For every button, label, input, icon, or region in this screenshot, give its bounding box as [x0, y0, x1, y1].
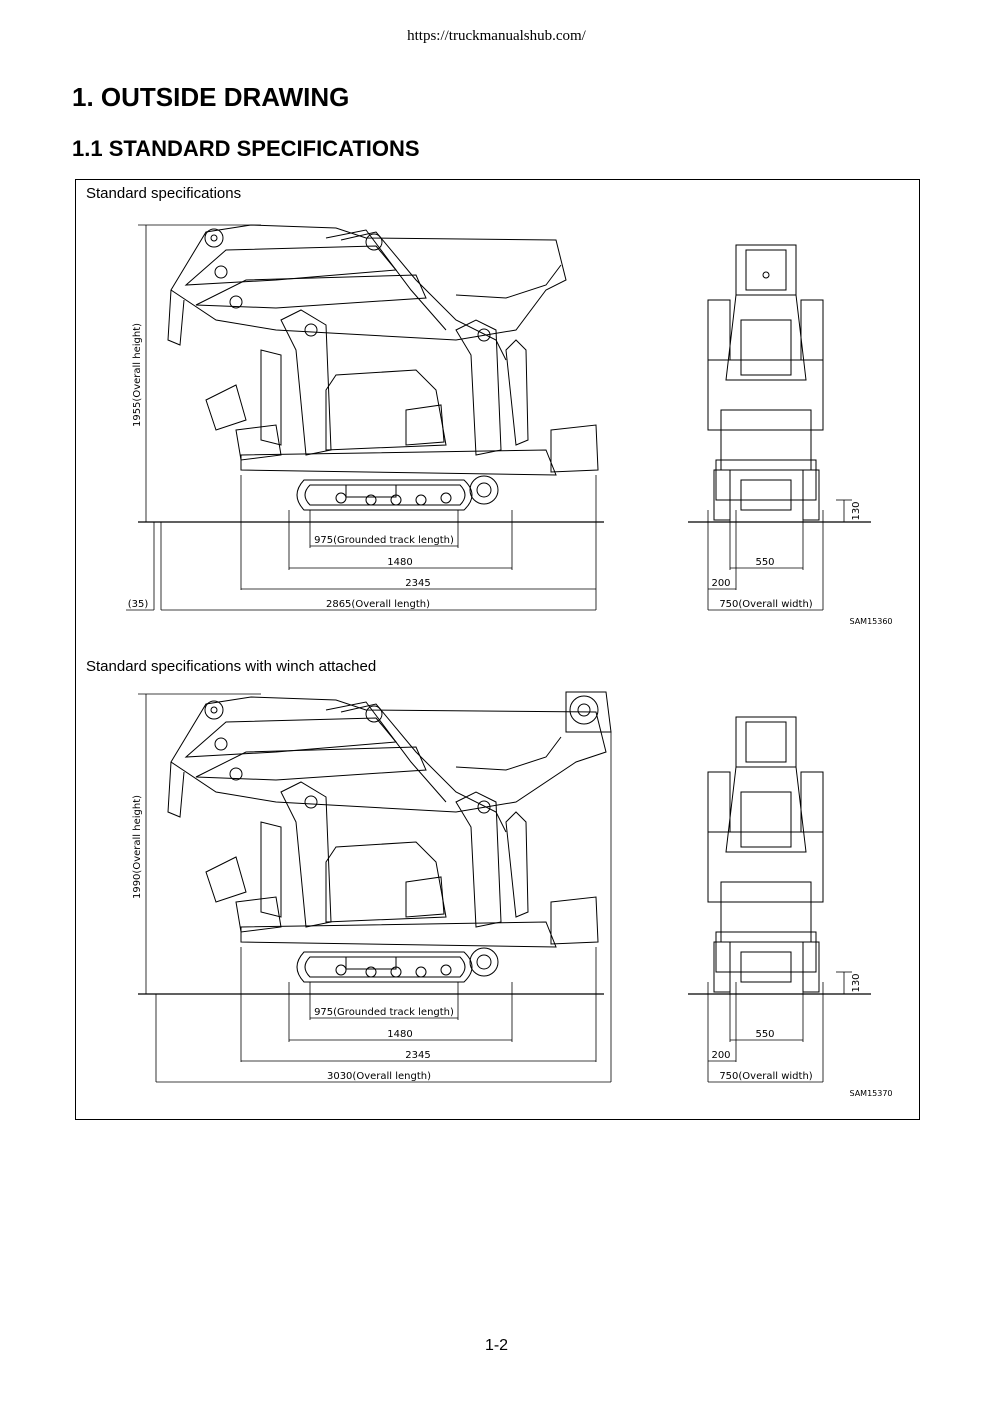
offset-label: (35) — [128, 599, 149, 610]
dim-1480-label: 1480 — [387, 557, 412, 568]
overall-height-label: 1955(Overall height) — [132, 323, 143, 427]
dim-2345-label: 2345 — [405, 1050, 430, 1061]
drawing-code: SAM15360 — [849, 617, 892, 626]
overall-width-label: 750(Overall width) — [719, 599, 812, 610]
drawing-standard: 1955(Overall height) 130 975(Grounded tr… — [126, 224, 893, 626]
dimension-lines — [126, 224, 852, 611]
page-number: 1-2 — [484, 1337, 509, 1354]
dim-1480-label: 1480 — [387, 1029, 412, 1040]
overall-length-label: 3030(Overall length) — [327, 1071, 431, 1082]
track-length-label: 975(Grounded track length) — [314, 535, 454, 546]
chapter-heading: 1. OUTSIDE DRAWING — [72, 82, 350, 112]
crane-side-view-winch — [167, 691, 612, 983]
overall-height-label: 1990(Overall height) — [132, 795, 143, 899]
overall-length-label: 2865(Overall length) — [326, 599, 430, 610]
track-length-label: 975(Grounded track length) — [314, 1007, 454, 1018]
ground-clearance-label: 130 — [851, 973, 862, 992]
ground-clearance-label: 130 — [851, 501, 862, 520]
crane-side-view — [167, 224, 599, 511]
overall-width-label: 750(Overall width) — [719, 1071, 812, 1082]
drawing-title-winch: Standard specifications with winch attac… — [86, 658, 377, 675]
dimension-lines-winch — [138, 693, 852, 1083]
crane-front-view-winch — [707, 716, 824, 993]
dim-200-label: 200 — [711, 1050, 730, 1061]
dim-550-label: 550 — [755, 1029, 774, 1040]
specifications-frame: Standard specifications — [75, 179, 920, 1120]
drawing-winch: 1990(Overall height) 130 975(Grounded tr… — [132, 691, 893, 1098]
drawing-code: SAM15370 — [849, 1089, 892, 1098]
dim-2345-label: 2345 — [405, 578, 430, 589]
dim-200-label: 200 — [711, 578, 730, 589]
source-url: https://truckmanualshub.com/ — [407, 28, 586, 44]
dim-550-label: 550 — [755, 557, 774, 568]
drawing-title-standard: Standard specifications — [86, 185, 242, 202]
crane-front-view — [707, 244, 824, 521]
section-heading: 1.1 STANDARD SPECIFICATIONS — [72, 136, 420, 161]
